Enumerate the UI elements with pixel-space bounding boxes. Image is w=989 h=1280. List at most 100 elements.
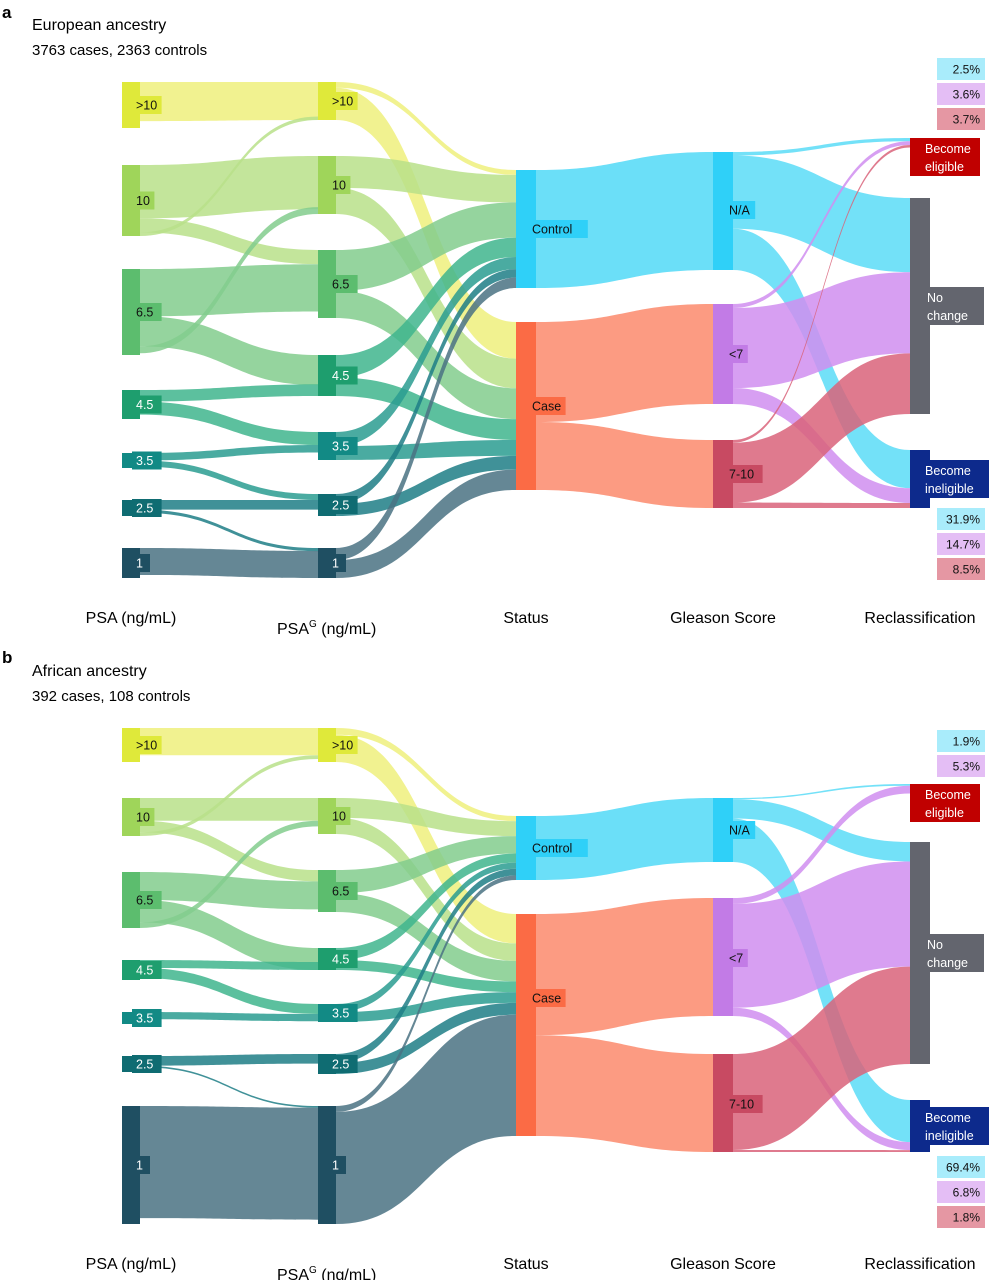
gleason-node-lt7-label: <7 — [729, 952, 743, 966]
bottom-percent-box-2 — [937, 1206, 985, 1228]
panel-letter: b — [2, 648, 12, 667]
psa-node->10-tag — [132, 96, 162, 114]
status-node-case-label: Case — [532, 992, 561, 1006]
flow-psag-2.5-to-case — [336, 1002, 516, 1074]
reclass-node-no-change-label-line2: change — [927, 956, 968, 970]
reclass-node-no-change-tag — [922, 287, 984, 325]
gleason-node-na-label: N/A — [729, 824, 751, 838]
gleason-node-lt7 — [713, 898, 733, 1016]
bottom-percent-1: 14.7% — [946, 538, 980, 552]
flow-psa->10-to-psag->10 — [140, 728, 318, 756]
flow-psa->10-to-psag->10 — [140, 82, 318, 122]
status-node-control-label: Control — [532, 223, 572, 237]
flow-na-to-eligible — [733, 784, 910, 800]
gleason-node-lt7-label: <7 — [729, 348, 743, 362]
psa-node-6.5 — [122, 872, 140, 928]
reclass-node-become-ineligible-label-line1: Become — [925, 464, 971, 478]
status-node-case-tag — [528, 989, 566, 1007]
gleason-node-na-tag — [725, 201, 756, 219]
gleason-node-na-tag — [725, 821, 756, 839]
psa-node-1-tag — [132, 554, 150, 572]
psa-node-10-label: 10 — [136, 811, 150, 825]
psa-node-2.5-tag — [132, 499, 162, 517]
status-node-case — [516, 322, 536, 490]
psag-node-3.5-label: 3.5 — [332, 1007, 349, 1021]
psag-node-1 — [318, 1106, 336, 1224]
psag-node-10 — [318, 156, 336, 214]
reclass-node-no-change-label-line1: No — [927, 938, 943, 952]
psag-node-2.5-tag — [328, 1055, 358, 1073]
gleason-node-7-10-tag — [725, 465, 763, 483]
psa-node-2.5-tag — [132, 1055, 162, 1073]
gleason-node-7-10-tag — [725, 1095, 763, 1113]
flow-psa-10-to-psag->10 — [140, 116, 318, 236]
psa-node->10 — [122, 82, 140, 128]
flow-t10-to-nochange — [733, 353, 910, 503]
psag-node->10-label: >10 — [332, 95, 353, 109]
flow-psa-3.5-to-psag-3.5 — [140, 445, 318, 461]
psa-node->10-label: >10 — [136, 739, 157, 753]
reclass-node-become-ineligible-label-line2: ineligible — [925, 482, 974, 496]
bottom-percent-0: 31.9% — [946, 513, 980, 527]
psag-node-6.5-tag — [328, 275, 358, 293]
psag-node-1-label: 1 — [332, 1159, 339, 1173]
flow-psa-4.5-to-psag-3.5 — [140, 968, 318, 1014]
reclass-node-no-change-label-line2: change — [927, 309, 968, 323]
flow-psag->10-to-case — [336, 734, 516, 944]
psag-node-6.5-label: 6.5 — [332, 278, 349, 292]
gleason-node-na — [713, 152, 733, 270]
psag-node->10-label: >10 — [332, 739, 353, 753]
flow-psag-4.5-to-control — [336, 853, 516, 961]
flow-psag-10-to-case — [336, 187, 516, 389]
top-percent-box-1 — [937, 755, 985, 777]
reclass-node-become-ineligible-tag — [920, 460, 989, 498]
top-percent-0: 1.9% — [953, 735, 981, 749]
bottom-percent-2: 1.8% — [953, 1211, 981, 1225]
psa-node-6.5-label: 6.5 — [136, 894, 153, 908]
flow-psag-3.5-to-control — [336, 257, 516, 446]
psa-node-2.5-label: 2.5 — [136, 502, 153, 516]
top-percent-1: 3.6% — [953, 88, 981, 102]
gleason-node-lt7-tag — [725, 949, 748, 967]
flow-lt7-to-nochange — [733, 861, 910, 1008]
flow-psa-1-to-psag-1 — [140, 548, 318, 578]
flow-psag-10-to-control — [336, 798, 516, 837]
psag-node-4.5-label: 4.5 — [332, 369, 349, 383]
psag-node-10-label: 10 — [332, 179, 346, 193]
reclass-node-become-ineligible-label-line1: Become — [925, 1111, 971, 1125]
flow-psa-4.5-to-psag-4.5 — [140, 960, 318, 970]
flow-psag-10-to-control — [336, 156, 516, 203]
psa-node-10 — [122, 165, 140, 236]
top-percent-0: 2.5% — [953, 63, 981, 77]
flow-psag-4.5-to-case — [336, 377, 516, 440]
psa-node-10-tag — [132, 191, 155, 210]
psa-node-1-label: 1 — [136, 557, 143, 571]
psa-node-10-label: 10 — [136, 194, 150, 208]
reclass-node-become-eligible-tag — [920, 138, 980, 176]
flow-case-to-7-10 — [536, 1035, 713, 1152]
flow-na-to-nochange — [733, 799, 910, 862]
flow-psag-6.5-to-control — [336, 202, 516, 291]
flow-case-to-7-10 — [536, 422, 713, 508]
flow-psag-1-to-case — [336, 469, 516, 578]
reclass-node-become-ineligible-label-line2: ineligible — [925, 1129, 974, 1143]
psag-node->10-tag — [328, 92, 358, 110]
flow-psag->10-to-control — [336, 728, 516, 822]
flow-psa-3.5-to-psag-2.5 — [140, 460, 318, 500]
flow-psa-10-to-psag-6.5 — [140, 820, 318, 882]
flow-case-to-lt7 — [536, 898, 713, 1036]
flow-psa-6.5-to-psag-4.5 — [140, 900, 318, 970]
psa-node-1 — [122, 1106, 140, 1224]
column-label-status: Status — [503, 1256, 548, 1273]
column-label-reclassification: Reclassification — [864, 610, 975, 627]
psa-node-4.5-tag — [132, 961, 162, 979]
flow-lt7-to-eligible — [733, 141, 910, 308]
bottom-percent-box-0 — [937, 1156, 985, 1178]
bottom-percent-2: 8.5% — [953, 563, 981, 577]
reclass-node-no-change — [910, 198, 930, 414]
gleason-node-7-10 — [713, 440, 733, 508]
psa-node-6.5-label: 6.5 — [136, 306, 153, 320]
column-label-status: Status — [503, 610, 548, 627]
flow-psa-6.5-to-psag-6.5 — [140, 872, 318, 910]
flow-psa-6.5-to-psag-10 — [140, 820, 318, 928]
